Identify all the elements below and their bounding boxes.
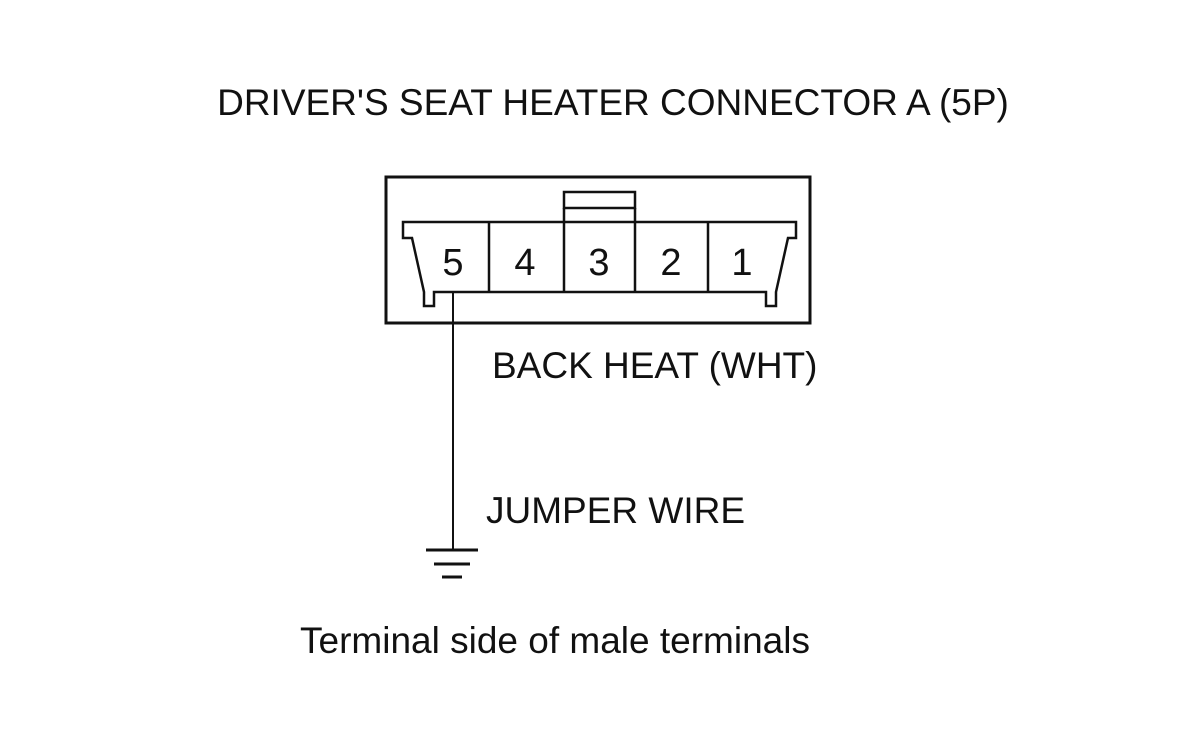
diagram-caption: Terminal side of male terminals <box>300 620 810 661</box>
jumper-wire-label: JUMPER WIRE <box>486 490 745 531</box>
ground-icon <box>426 548 478 579</box>
connector-title: DRIVER'S SEAT HEATER CONNECTOR A (5P) <box>217 82 1009 123</box>
pin-number: 1 <box>731 242 752 284</box>
pin-number: 2 <box>660 242 681 284</box>
pin-number: 3 <box>588 242 609 284</box>
connector-lock-tab <box>562 190 637 210</box>
connector-cavity <box>401 220 798 308</box>
pin-number: 4 <box>514 242 535 284</box>
wire-label: BACK HEAT (WHT) <box>492 345 818 386</box>
connector-housing <box>384 175 812 325</box>
pin-number: 5 <box>442 242 463 284</box>
